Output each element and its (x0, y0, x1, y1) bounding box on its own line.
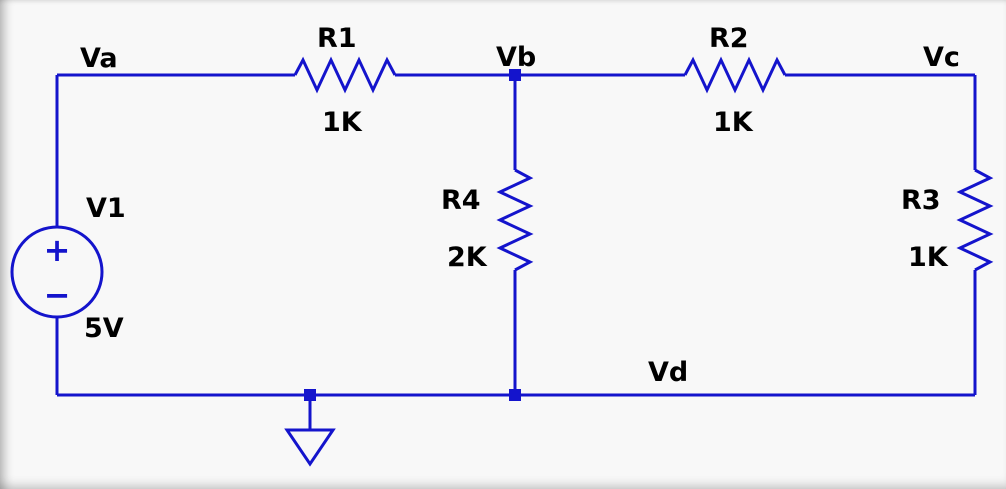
resistor-r3-name-label: R3 (901, 185, 941, 216)
voltage-source-v1-symbol[interactable] (10, 225, 104, 319)
node-label-va: Va (80, 43, 118, 74)
resistor-r4[interactable]: R4 2K (441, 168, 534, 273)
node-label-vd: Vd (648, 357, 688, 388)
resistor-r3-symbol[interactable] (956, 168, 994, 272)
voltage-source-v1-name-label: V1 (86, 193, 126, 224)
resistor-r2-symbol[interactable] (683, 56, 787, 94)
junction-vb-bottom (509, 389, 521, 401)
resistor-r1-symbol[interactable] (293, 56, 397, 94)
resistor-r2-value-label: 1K (713, 107, 754, 138)
plus-sign: + (44, 231, 71, 269)
ground-triangle[interactable] (284, 428, 336, 467)
node-label-vc: Vc (923, 42, 960, 73)
resistor-r1-name-label: R1 (317, 23, 357, 54)
resistor-r2-name-label: R2 (709, 23, 749, 54)
junction-ground (304, 389, 316, 401)
resistor-r4-name-label: R4 (441, 185, 481, 216)
resistor-r2[interactable]: R2 1K (683, 23, 787, 138)
junction-vb (509, 69, 521, 81)
minus-sign: − (44, 276, 71, 314)
voltage-source-v1-value-label: 5V (84, 313, 124, 344)
ground-symbol[interactable] (284, 395, 336, 467)
resistor-r3[interactable]: R3 1K (901, 168, 994, 273)
resistor-r3-value-label: 1K (908, 242, 949, 273)
voltage-source-v1[interactable]: + − V1 5V (10, 193, 126, 344)
resistor-r1-value-label: 1K (322, 107, 363, 138)
node-label-vb: Vb (496, 42, 536, 73)
resistor-r1[interactable]: R1 1K (293, 23, 397, 138)
resistor-r4-value-label: 2K (447, 242, 488, 273)
resistor-r4-symbol[interactable] (496, 168, 534, 272)
